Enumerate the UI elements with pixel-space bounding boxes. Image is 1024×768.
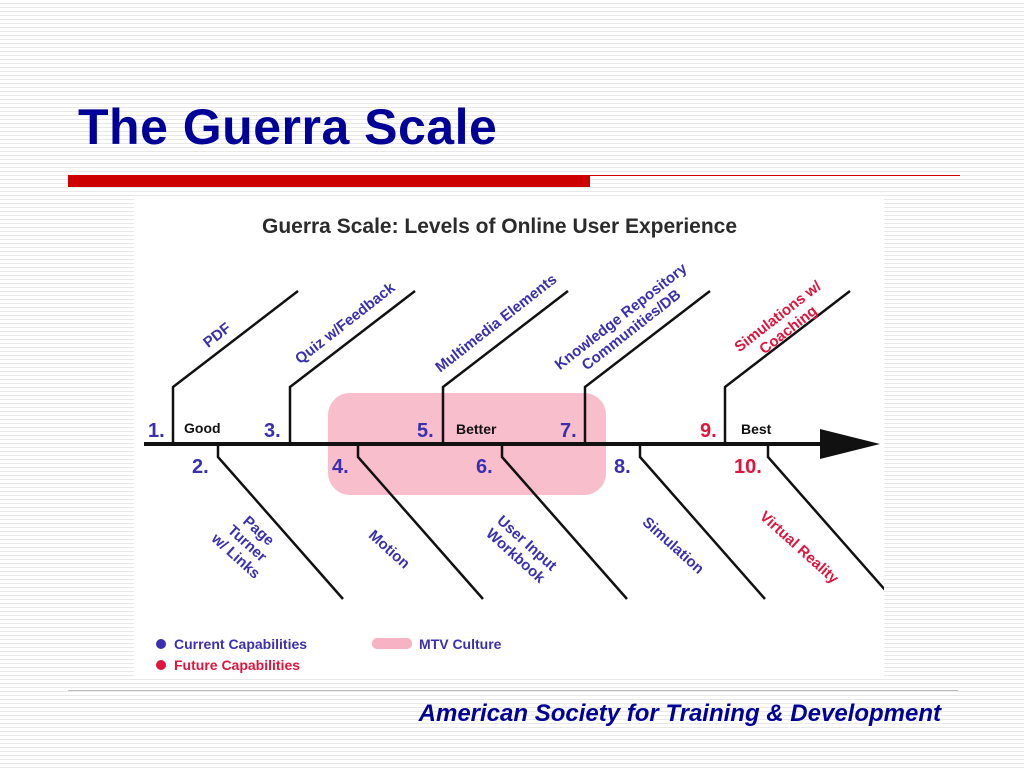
scale-axis-arrowhead	[820, 429, 880, 459]
level-number-10: 10.	[734, 456, 762, 478]
footer-divider	[68, 690, 958, 691]
level-number-6: 6.	[476, 456, 493, 478]
branch-line-3	[288, 290, 416, 444]
branch-line-10	[766, 444, 884, 591]
level-number-9: 9.	[700, 420, 717, 442]
level-label-line: PDF	[200, 320, 234, 352]
slide-title: The Guerra Scale	[78, 99, 498, 155]
legend-mtv-swatch	[372, 638, 412, 649]
branch-line-2	[216, 444, 344, 600]
level-label-line: Multimedia Elements	[432, 271, 560, 376]
zone-label-better: Better	[456, 421, 497, 437]
level-number-1: 1.	[148, 420, 165, 442]
level-label-5: Multimedia Elements	[432, 271, 560, 376]
branch-line-7	[583, 290, 711, 444]
level-label-line: Virtual Reality	[756, 508, 842, 588]
branch-line-6	[500, 444, 628, 600]
level-label-line: Motion	[365, 527, 413, 573]
legend-mtv-label: MTV Culture	[419, 636, 502, 652]
level-number-2: 2.	[192, 456, 209, 478]
legend-future-label: Future Capabilities	[174, 657, 300, 673]
level-number-8: 8.	[614, 456, 631, 478]
branch-line-9	[723, 290, 851, 444]
branch-line-4	[356, 444, 484, 600]
level-label-line: Knowledge Repository	[552, 260, 691, 374]
level-label-3: Quiz w/Feedback	[292, 279, 399, 368]
legend-current-label: Current Capabilities	[174, 636, 307, 652]
branch-line-5	[441, 290, 569, 444]
level-number-7: 7.	[560, 420, 577, 442]
level-label-9: Simulations w/Coaching	[731, 277, 835, 369]
level-number-3: 3.	[264, 420, 281, 442]
level-label-10: Virtual Reality	[756, 508, 842, 588]
zone-label-best: Best	[741, 421, 772, 437]
legend-current-swatch	[156, 639, 166, 649]
title-underline-thick	[68, 175, 590, 187]
branch-line-1	[171, 290, 299, 444]
level-label-line: Quiz w/Feedback	[292, 279, 399, 368]
diagram-heading: Guerra Scale: Levels of Online User Expe…	[262, 215, 737, 238]
level-number-4: 4.	[332, 456, 349, 478]
title-underline-thin	[590, 175, 960, 176]
level-label-1: PDF	[200, 320, 234, 352]
level-label-7: Knowledge RepositoryCommunities/DB	[552, 260, 702, 387]
legend-future-swatch	[156, 660, 166, 670]
guerra-scale-figure: Guerra Scale: Levels of Online User Expe…	[134, 197, 884, 679]
level-label-6: User InputWorkbook	[482, 512, 560, 587]
branch-line-8	[638, 444, 766, 600]
guerra-scale-diagram: Guerra Scale: Levels of Online User Expe…	[144, 215, 884, 673]
level-number-5: 5.	[417, 420, 434, 442]
footer-organization: American Society for Training & Developm…	[418, 700, 941, 727]
level-label-4: Motion	[365, 527, 413, 573]
level-label-2: PageTurnerw/ Links	[207, 504, 286, 582]
zone-label-good: Good	[184, 420, 221, 436]
